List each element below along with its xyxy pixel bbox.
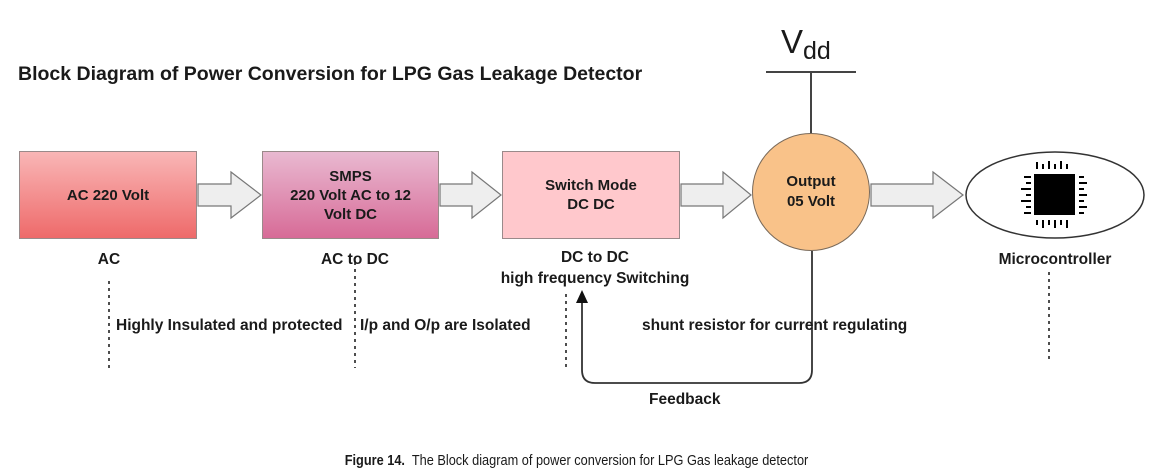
block-smps-line-3: Volt DC: [323, 205, 378, 223]
block-ac-text: AC 220 Volt: [66, 186, 150, 204]
vdd-subscript: dd: [803, 37, 831, 65]
chip-icon: [1021, 161, 1087, 228]
note-insulated: Highly Insulated and protected: [116, 317, 343, 334]
block-smps-line-2: 220 Volt AC to 12: [290, 186, 411, 204]
arrow-output-to-mcu: [870, 170, 964, 220]
feedback-line: [581, 251, 813, 384]
figure-caption-text: The Block diagram of power conversion fo…: [411, 453, 809, 469]
arrow-smps-to-switch: [439, 170, 502, 220]
block-switch-line-2: DC DC: [567, 196, 615, 213]
arrow-ac-to-smps: [197, 170, 262, 220]
vdd-v: V: [781, 23, 804, 60]
feedback-arrowhead: [576, 290, 588, 303]
block-switch-line-1: Switch Mode: [545, 177, 637, 194]
output-line-1: Output: [786, 173, 836, 190]
caption-dc-to-dc-line-1: DC to DC: [560, 249, 630, 266]
note-shunt-resistor: shunt resistor for current regulating: [642, 317, 908, 334]
caption-dc-to-dc-line-2: high frequency Switching: [500, 270, 690, 287]
caption-dc-to-dc: DC to DC high frequency Switching: [470, 247, 720, 289]
diagram-title: Block Diagram of Power Conversion for LP…: [18, 63, 643, 85]
arrow-switch-to-output: [680, 170, 752, 220]
note-feedback: Feedback: [649, 391, 721, 408]
output-line-2: 05 Volt: [786, 193, 836, 210]
caption-ac: AC: [97, 251, 121, 268]
vdd-label: Vdd: [781, 24, 831, 69]
caption-ac-to-dc: AC to DC: [320, 251, 390, 268]
block-smps-line-1: SMPS: [329, 167, 372, 185]
figure-caption-label: Figure 14.: [344, 453, 405, 469]
block-ac-220-volt: AC 220 Volt: [19, 151, 197, 239]
note-isolated: I/p and O/p are Isolated: [360, 317, 531, 334]
figure-caption: Figure 14. The Block diagram of power co…: [69, 453, 1084, 469]
block-output-05-volt: Output 05 Volt: [752, 133, 870, 251]
block-smps: SMPS 220 Volt AC to 12 Volt DC: [262, 151, 439, 239]
block-switch-mode-dc-dc: Switch Mode DC DC: [502, 151, 680, 239]
caption-microcontroller: Microcontroller: [998, 251, 1112, 268]
